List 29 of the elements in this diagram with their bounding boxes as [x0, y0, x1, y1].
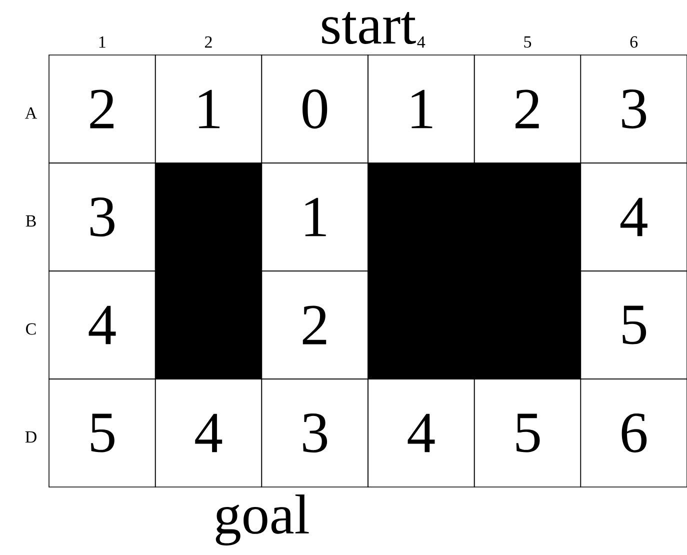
grid-cell: 3: [48, 162, 156, 272]
column-number: 5: [524, 36, 532, 48]
row-letter: B: [26, 215, 36, 227]
grid-cell: 1: [261, 162, 368, 272]
column-number: 1: [99, 36, 106, 48]
grid-cell: 4: [368, 378, 475, 488]
grid-cell: 4: [154, 378, 262, 488]
column-number: 4: [417, 36, 426, 48]
grid-cell: 1: [154, 54, 262, 164]
grid-cell: 4: [580, 162, 687, 272]
column-number: 6: [630, 36, 638, 48]
start-label: start: [322, 12, 416, 44]
grid-cell: 2: [474, 54, 582, 164]
goal-label: goal: [216, 494, 309, 546]
grid-cell: 4: [48, 270, 156, 380]
grid-cell: 5: [474, 378, 582, 488]
grid-cell: 6: [580, 378, 687, 488]
row-letter: A: [25, 107, 38, 119]
row-letter: C: [26, 323, 36, 335]
grid-cell: 1: [368, 54, 475, 164]
grid-cell: 2: [48, 54, 156, 164]
grid-cell: 5: [48, 378, 156, 488]
row-letter: D: [25, 431, 36, 443]
grid-cell: 5: [580, 270, 687, 380]
grid-cell: 3: [261, 378, 368, 488]
grid-cell: 3: [580, 54, 687, 164]
column-number: 2: [205, 36, 212, 48]
grid-cell: 0: [261, 54, 368, 164]
grid-cell: 2: [261, 270, 368, 380]
